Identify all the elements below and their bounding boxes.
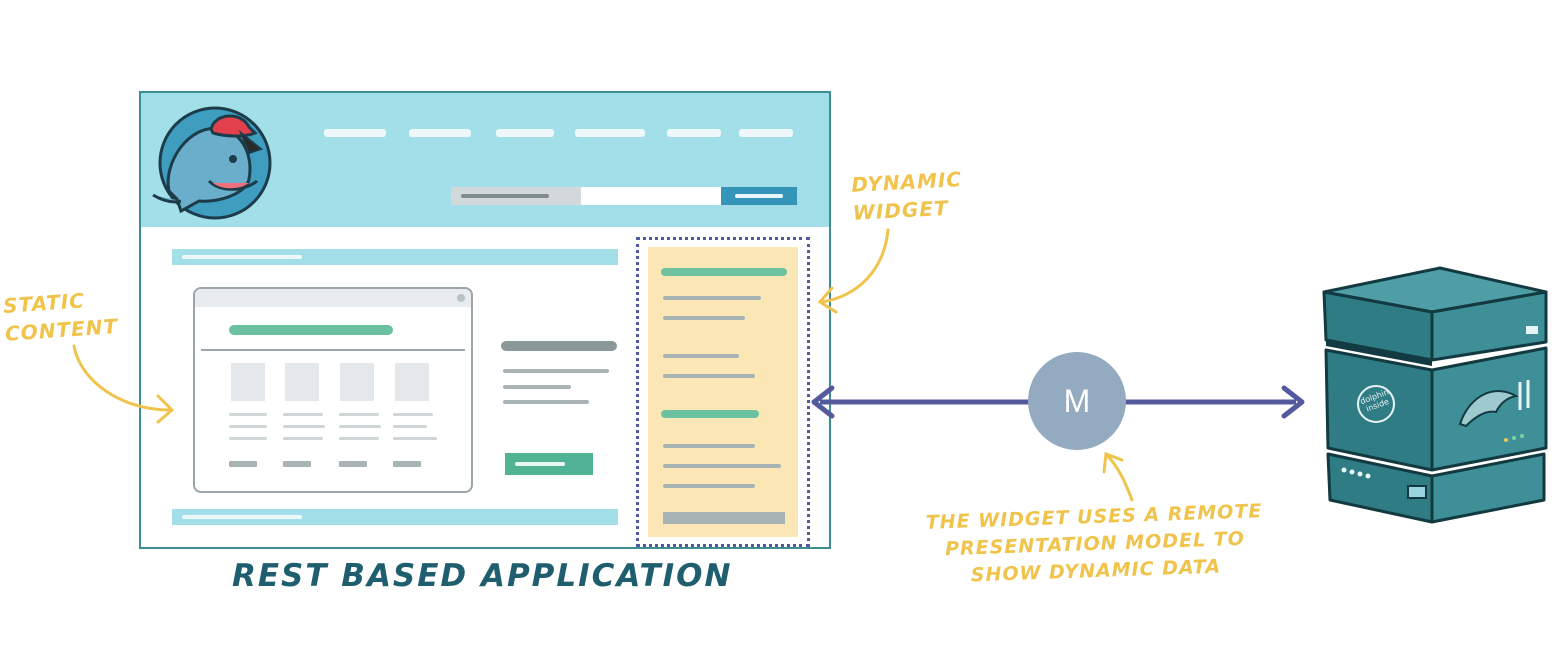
card-titlebar <box>195 289 471 307</box>
search-input[interactable] <box>451 187 721 205</box>
text-line <box>229 413 267 416</box>
server-icon <box>1322 266 1548 524</box>
card-button[interactable] <box>283 461 311 467</box>
nav-link[interactable] <box>575 129 645 137</box>
side-heading <box>501 341 617 351</box>
text-line <box>229 437 267 440</box>
footer-text <box>182 515 302 519</box>
product-card <box>193 287 473 493</box>
text-line <box>663 484 755 488</box>
cta-button[interactable] <box>505 453 593 475</box>
content-heading-bar <box>172 249 618 265</box>
app-window <box>139 91 831 549</box>
text-line <box>393 425 427 428</box>
text-line <box>503 400 589 404</box>
text-line <box>663 316 745 320</box>
dynamic-widget-arrow <box>817 228 890 314</box>
text-line <box>229 425 267 428</box>
dynamic-widget[interactable] <box>636 237 810 547</box>
model-node-label: M <box>1063 382 1091 419</box>
search-placeholder <box>461 194 549 198</box>
heading-text <box>182 255 302 259</box>
whale-logo <box>152 106 272 220</box>
nav-link[interactable] <box>324 129 386 137</box>
card-button[interactable] <box>393 461 421 467</box>
text-line <box>503 369 609 373</box>
search-button-label <box>735 194 783 198</box>
text-line <box>339 437 379 440</box>
static-content-arrow <box>72 344 175 424</box>
text-line <box>663 354 739 358</box>
app-title: REST BASED APPLICATION <box>232 558 733 594</box>
dynamic-widget-label: DYNAMIC WIDGET <box>850 167 963 225</box>
text-line <box>503 385 571 389</box>
thumbnail[interactable] <box>340 363 374 401</box>
text-line <box>393 413 433 416</box>
card-button[interactable] <box>229 461 257 467</box>
widget-heading <box>661 268 787 276</box>
text-line <box>663 296 761 300</box>
text-line <box>339 425 381 428</box>
thumbnail[interactable] <box>231 363 265 401</box>
card-heading <box>229 325 393 335</box>
text-line <box>339 413 379 416</box>
model-node: M <box>1028 352 1126 450</box>
nav-link[interactable] <box>496 129 554 137</box>
text-line <box>393 437 437 440</box>
widget-button[interactable] <box>663 512 785 524</box>
text-line <box>283 413 323 416</box>
nav-link[interactable] <box>409 129 471 137</box>
card-dot <box>457 294 465 302</box>
thumbnail[interactable] <box>395 363 429 401</box>
caption: THE WIDGET USES A REMOTE PRESENTATION MO… <box>925 500 1263 587</box>
thumbnail[interactable] <box>285 363 319 401</box>
cta-button-label <box>515 462 565 466</box>
widget-subheading <box>661 410 759 418</box>
text-line <box>663 464 781 468</box>
text-line <box>663 374 755 378</box>
caption-arrow <box>1102 451 1134 502</box>
nav-link[interactable] <box>739 129 793 137</box>
card-button[interactable] <box>339 461 367 467</box>
card-divider <box>201 349 465 351</box>
text-line <box>663 444 755 448</box>
footer-bar <box>172 509 618 525</box>
widget-panel <box>648 247 798 537</box>
nav-link[interactable] <box>667 129 721 137</box>
text-line <box>283 437 323 440</box>
text-line <box>283 425 325 428</box>
search-button[interactable] <box>721 187 797 205</box>
static-content-label: STATIC CONTENT <box>2 288 119 346</box>
